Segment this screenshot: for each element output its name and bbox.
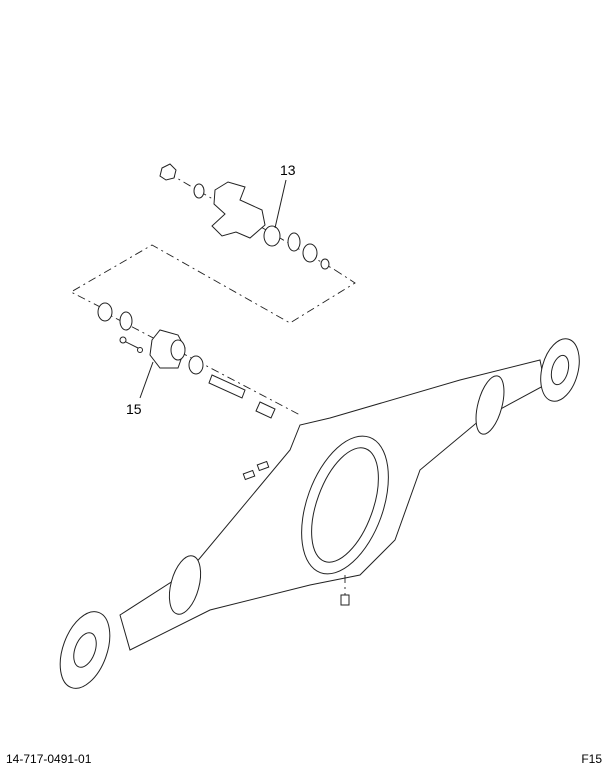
callout-15[interactable]: 15: [126, 401, 142, 417]
right-hub-flange: [540, 338, 580, 402]
leader-13: [274, 179, 287, 229]
pinion-shaft: [208, 374, 246, 399]
snap-ring: [320, 258, 330, 270]
bearing-cone: [287, 232, 301, 252]
bearing-cup: [302, 243, 318, 263]
callout-13[interactable]: 13: [280, 162, 296, 178]
carrier-opening: [301, 435, 389, 575]
drain-plug: [340, 594, 350, 606]
figure-code: F15: [581, 752, 602, 766]
left-hub-flange: [59, 611, 111, 689]
dashed-boundary: [70, 244, 356, 324]
yoke-assembly: [159, 163, 336, 271]
axle-housing: [59, 338, 580, 689]
yoke: [211, 181, 266, 239]
leader-15: [139, 361, 154, 399]
pinion-cage-assembly: [97, 302, 301, 419]
nut: [159, 163, 177, 181]
seal-13: [263, 225, 281, 247]
washer: [193, 183, 205, 199]
part-number: 14-717-0491-01: [6, 752, 92, 766]
